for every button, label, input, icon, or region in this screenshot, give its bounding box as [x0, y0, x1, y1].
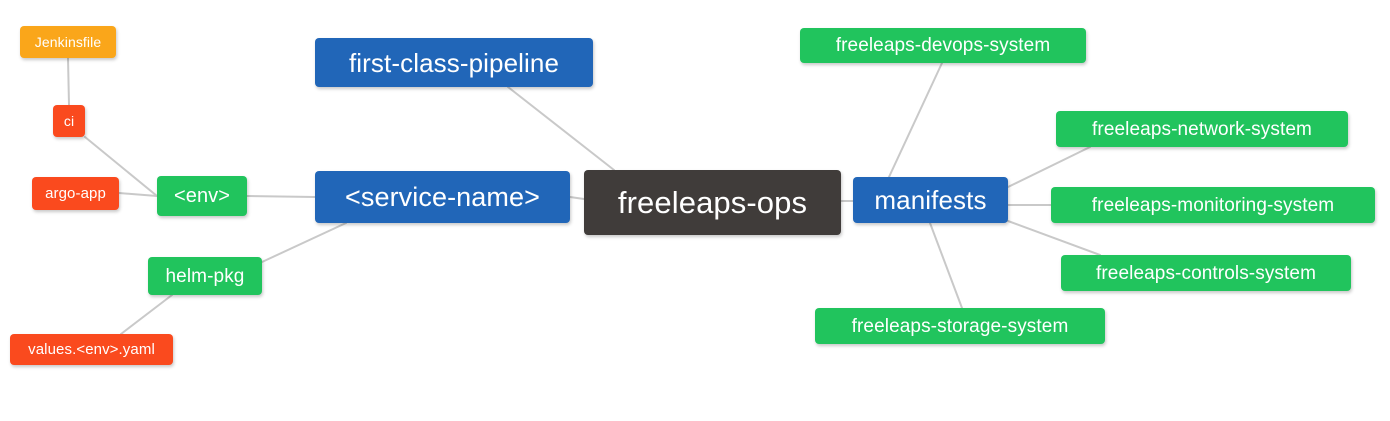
node-storage[interactable]: freeleaps-storage-system	[815, 308, 1105, 344]
edge-ci-to-env	[84, 136, 158, 197]
node-helm-pkg[interactable]: helm-pkg	[148, 257, 262, 295]
edge-pipeline-to-root	[507, 86, 615, 171]
node-jenkinsfile[interactable]: Jenkinsfile	[20, 26, 116, 58]
node-manifests[interactable]: manifests	[853, 177, 1008, 223]
node-network[interactable]: freeleaps-network-system	[1056, 111, 1348, 147]
node-ci[interactable]: ci	[53, 105, 85, 137]
node-root[interactable]: freeleaps-ops	[584, 170, 841, 235]
node-service-name[interactable]: <service-name>	[315, 171, 570, 223]
node-monitoring[interactable]: freeleaps-monitoring-system	[1051, 187, 1375, 223]
edge-manifests-to-controls	[1007, 220, 1101, 256]
edge-values-yaml-to-helm-pkg	[120, 294, 173, 335]
node-pipeline[interactable]: first-class-pipeline	[315, 38, 593, 87]
edge-argo-app-to-env	[118, 192, 158, 197]
edge-jenkinsfile-to-ci	[67, 57, 70, 106]
edge-env-to-service-name	[246, 195, 316, 198]
node-env[interactable]: <env>	[157, 176, 247, 216]
node-values-yaml[interactable]: values.<env>.yaml	[10, 334, 173, 365]
node-devops[interactable]: freeleaps-devops-system	[800, 28, 1086, 63]
edge-manifests-to-devops	[888, 62, 943, 178]
node-argo-app[interactable]: argo-app	[32, 177, 119, 210]
edge-helm-pkg-to-service-name	[261, 222, 347, 263]
node-controls[interactable]: freeleaps-controls-system	[1061, 255, 1351, 291]
edge-manifests-to-network	[1007, 146, 1091, 188]
edge-service-name-to-root	[569, 196, 585, 200]
edge-manifests-to-storage	[929, 222, 963, 309]
